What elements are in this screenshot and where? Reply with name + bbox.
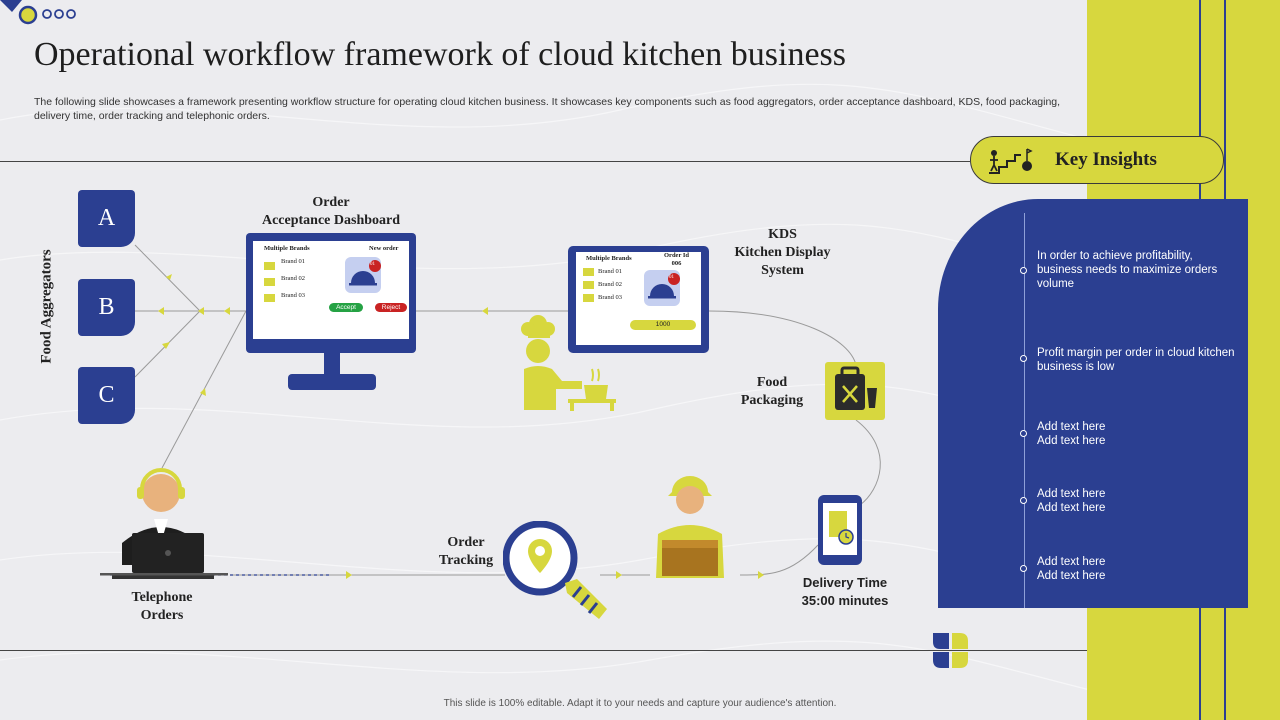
insight-bullet <box>1020 355 1027 362</box>
food-packaging-icon <box>825 362 885 420</box>
food-cloche-icon <box>345 257 381 293</box>
order-dashboard-screen: Multiple Brands New order Brand 01 Brand… <box>253 241 409 339</box>
brand-item: Brand 01 <box>598 268 623 275</box>
footer-note: This slide is 100% editable. Adapt it to… <box>443 698 837 709</box>
dashboard-heading: Multiple Brands <box>264 245 310 252</box>
call-center-agent-icon <box>100 468 228 579</box>
magnifier-location-icon <box>503 521 607 619</box>
dashboard-new-order: New order <box>369 245 399 252</box>
reject-button[interactable]: Reject <box>375 303 407 312</box>
accept-button[interactable]: Accept <box>329 303 363 312</box>
order-dashboard-monitor: Multiple Brands New order Brand 01 Brand… <box>246 233 416 353</box>
monitor-stand <box>288 352 376 390</box>
insight-item: Add text here Add text here <box>1037 488 1106 514</box>
brand-item: Brand 03 <box>281 292 306 299</box>
brand-store-icon <box>583 268 594 302</box>
kds-screen: Multiple Brands Order Id 006 Brand 01 Br… <box>576 252 701 345</box>
mobile-phone-icon <box>818 495 862 565</box>
insight-bullet <box>1020 565 1027 572</box>
brand-store-icon <box>264 262 275 302</box>
stairs-goal-icon <box>989 148 1033 174</box>
insight-item: In order to achieve profitability, busin… <box>1037 250 1218 290</box>
food-cloche-icon <box>644 270 680 306</box>
notification-badge: 01 <box>370 262 375 267</box>
order-dashboard-label: Order Acceptance Dashboard <box>261 195 401 228</box>
order-tracking-label: Order Tracking <box>438 535 494 568</box>
aggregator-b: B <box>78 279 135 336</box>
brand-item: Brand 02 <box>281 275 306 282</box>
aggregator-a: A <box>78 190 135 247</box>
key-insights-title: Key Insights <box>1055 149 1157 170</box>
brand-item: Brand 01 <box>281 258 306 265</box>
insight-bullet <box>1020 497 1027 504</box>
key-insights-timeline <box>1024 213 1025 608</box>
divider-top <box>0 161 970 162</box>
telephone-orders-label: Telephone Orders <box>131 590 193 623</box>
insight-bullet <box>1020 267 1027 274</box>
leaf-logo-icon <box>933 633 968 668</box>
slide-dots-icon <box>0 0 76 25</box>
kds-amount: 1000 <box>630 320 696 330</box>
divider-bottom <box>0 650 1087 651</box>
food-aggregators-label: Food Aggregators <box>38 249 55 364</box>
notification-badge: 01 <box>669 275 674 280</box>
food-packaging-label: Food Packaging <box>740 375 804 408</box>
kds-tablet: Multiple Brands Order Id 006 Brand 01 Br… <box>568 246 709 353</box>
page-subtitle: The following slide showcases a framewor… <box>34 96 1061 122</box>
brand-item: Brand 02 <box>598 281 623 288</box>
chef-icon <box>521 315 616 411</box>
key-insights-panel: In order to achieve profitability, busin… <box>938 199 1248 608</box>
kds-label: KDS Kitchen Display System <box>734 227 831 278</box>
brand-item: Brand 03 <box>598 294 623 301</box>
key-insights-header: Key Insights <box>970 136 1224 184</box>
delivery-man-icon <box>656 476 724 578</box>
kds-heading: Multiple Brands <box>586 255 632 262</box>
insight-item: Add text here Add text here <box>1037 421 1106 447</box>
kds-order-id: Order Id 006 <box>664 252 689 267</box>
delivery-time-label: Delivery Time 35:00 minutes <box>801 575 889 608</box>
insight-item: Add text here Add text here <box>1037 556 1106 582</box>
aggregator-c: C <box>78 367 135 424</box>
insight-bullet <box>1020 430 1027 437</box>
page-title: Operational workflow framework of cloud … <box>34 36 846 73</box>
insight-item: Profit margin per order in cloud kitchen… <box>1037 347 1235 373</box>
